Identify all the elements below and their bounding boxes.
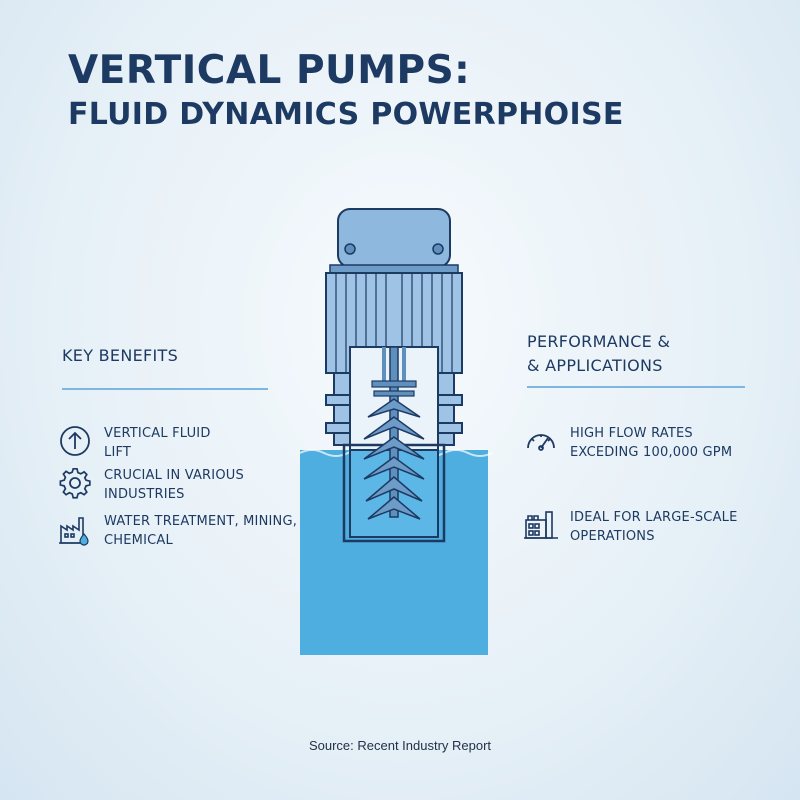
source-caption: Source: Recent Industry Report — [308, 738, 492, 753]
benefit-text: CRUCIAL IN VARIOUS INDUSTRIES — [104, 468, 244, 502]
benefit-text: VERTICAL FLUID LIFT — [104, 426, 211, 460]
performance-text: IDEAL FOR LARGE-SCALE OPERATIONS — [570, 510, 738, 544]
gauge-icon — [527, 434, 555, 451]
page-title-line2: FLUID DYNAMICS POWERPHOISE — [68, 97, 624, 132]
arrow-up-circle-icon — [60, 426, 90, 456]
industrial-plant-icon — [524, 511, 558, 539]
performance-item-scale: IDEAL FOR LARGE-SCALE OPERATIONS — [524, 508, 738, 546]
factory-drop-icon — [59, 517, 89, 546]
performance-text: HIGH FLOW RATES EXCEDING 100,000 GPM — [570, 426, 733, 460]
performance-heading-line2: & APPLICATIONS — [527, 356, 663, 375]
benefit-text: WATER TREATMENT, MINING, CHEMICAL — [104, 514, 298, 548]
benefit-item-sectors: WATER TREATMENT, MINING, CHEMICAL — [58, 512, 297, 550]
page-title-line1: VERTICAL PUMPS: — [68, 48, 471, 93]
performance-divider — [527, 386, 745, 388]
impeller-stages — [363, 398, 425, 520]
vertical-pump-illustration — [299, 208, 493, 655]
key-benefits-divider — [62, 388, 268, 390]
motor-housing — [325, 208, 463, 374]
benefit-item-industries: CRUCIAL IN VARIOUS INDUSTRIES — [58, 466, 244, 504]
gear-icon — [59, 467, 91, 499]
performance-item-flow: HIGH FLOW RATES EXCEDING 100,000 GPM — [524, 424, 732, 462]
pump-shaft — [389, 346, 399, 518]
benefit-item-vertical-lift: VERTICAL FLUID LIFT — [58, 424, 211, 462]
key-benefits-heading: KEY BENEFITS — [62, 346, 179, 365]
performance-heading-line1: PERFORMANCE & — [527, 332, 671, 351]
